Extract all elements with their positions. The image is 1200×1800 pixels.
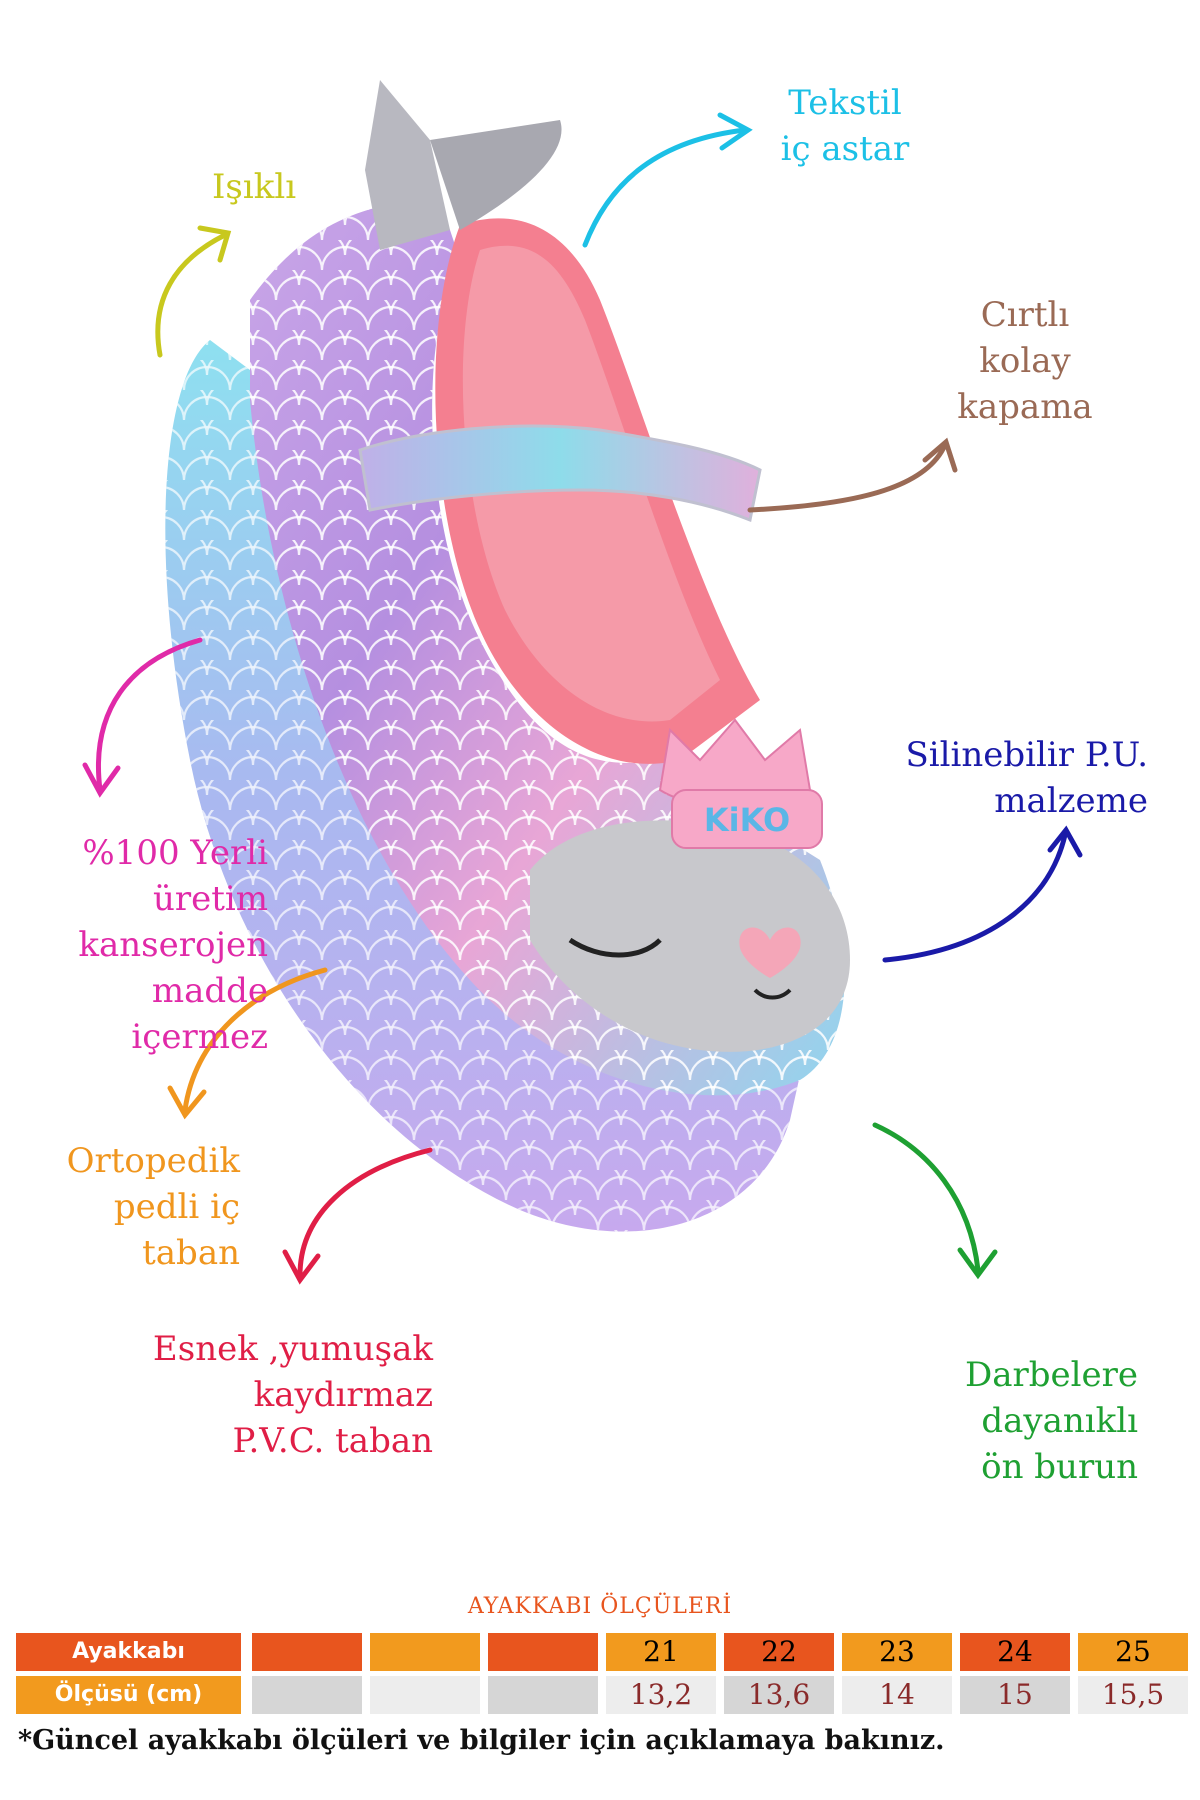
arrow-tekstil [582, 112, 753, 248]
feature-pu: Silinebilir P.U. malzeme [900, 732, 1148, 824]
feature-cirtli: Cırtlı kolay kapama [945, 292, 1105, 430]
size-table-title: AYAKKABI ÖLÇÜLERİ [467, 1594, 733, 1619]
measure-cell [370, 1676, 480, 1714]
feature-line: Darbelere dayanıklı [964, 1355, 1138, 1441]
feature-line: iç astar [780, 129, 910, 169]
measure-cell: 15,5 [1078, 1676, 1188, 1714]
feature-line: Tekstil [788, 83, 902, 123]
feature-line: %100 Yerli üretim [82, 833, 268, 919]
size-cell: 24 [960, 1633, 1070, 1671]
feature-line: kolay [979, 341, 1071, 381]
arrow-isikli [155, 225, 232, 358]
measure-cell: 13,2 [606, 1676, 716, 1714]
row-header-size: Ayakkabı Numarası [16, 1633, 241, 1702]
toe-cap [530, 820, 850, 1052]
arrow-esnek [282, 1147, 433, 1285]
kiko-badge [671, 789, 823, 849]
size-row-numbers: Ayakkabı Numarası 21 22 23 24 25 [16, 1633, 1200, 1702]
feature-esnek: Esnek ,yumuşak kaydırmaz P.V.C. taban [150, 1326, 433, 1464]
size-cell [488, 1633, 598, 1671]
arrow-darbe [872, 1122, 998, 1280]
size-cell [370, 1633, 480, 1671]
feature-line: P.V.C. taban [232, 1421, 434, 1461]
feature-line: kanserojen [78, 925, 268, 965]
measure-cell: 13,6 [724, 1676, 834, 1714]
mermaid-tail [365, 80, 562, 250]
feature-line: Işıklı [212, 167, 297, 207]
product-illustration: KiKO [82, 80, 1083, 1285]
size-cell [252, 1633, 362, 1671]
feature-darbe: Darbelere dayanıklı ön burun [820, 1352, 1138, 1490]
feature-line: Cırtlı [980, 295, 1070, 335]
feature-line: Esnek ,yumuşak [152, 1329, 433, 1369]
feature-line: ön burun [981, 1447, 1138, 1487]
feature-line: malzeme [994, 781, 1148, 821]
arrow-ortopedik [167, 967, 328, 1120]
footnote: *Güncel ayakkabı ölçüleri ve bilgiler iç… [18, 1725, 945, 1756]
feature-line: kapama [957, 387, 1093, 427]
feature-line: madde içermez [131, 971, 268, 1057]
feature-line: kaydırmaz [253, 1375, 433, 1415]
shoe: KiKO [165, 80, 850, 1232]
arrow-yerli [82, 637, 203, 798]
velcro-strap [358, 424, 762, 523]
feature-tekstil: Tekstil iç astar [760, 80, 930, 172]
measure-cell: 14 [842, 1676, 952, 1714]
measure-cell [252, 1676, 362, 1714]
size-cell: 22 [724, 1633, 834, 1671]
feature-line: pedli iç taban [113, 1187, 240, 1273]
row-header-measure: Ölçüsü (cm) [16, 1676, 241, 1714]
measure-cell: 15 [960, 1676, 1070, 1714]
closed-eye-icon [568, 937, 662, 958]
feature-line: Silinebilir P.U. [905, 735, 1148, 775]
feature-line: Ortopedik [66, 1141, 240, 1181]
feature-ortopedik: Ortopedik pedli iç taban [10, 1138, 240, 1276]
heart-icon [739, 927, 801, 978]
size-cell: 23 [842, 1633, 952, 1671]
size-cell: 21 [606, 1633, 716, 1671]
feature-yerli: %100 Yerli üretim kanserojen madde içerm… [10, 830, 268, 1060]
size-cell: 25 [1078, 1633, 1188, 1671]
arrow-pu [882, 825, 1083, 963]
nose-icon [753, 988, 792, 1000]
feature-isikli: Işıklı [212, 164, 296, 210]
size-row-measures: Ölçüsü (cm) 13,2 13,6 14 15 15,5 [16, 1676, 1200, 1714]
kiko-badge-text: KiKO [704, 801, 790, 839]
arrow-cirtli [747, 437, 958, 513]
measure-cell [488, 1676, 598, 1714]
